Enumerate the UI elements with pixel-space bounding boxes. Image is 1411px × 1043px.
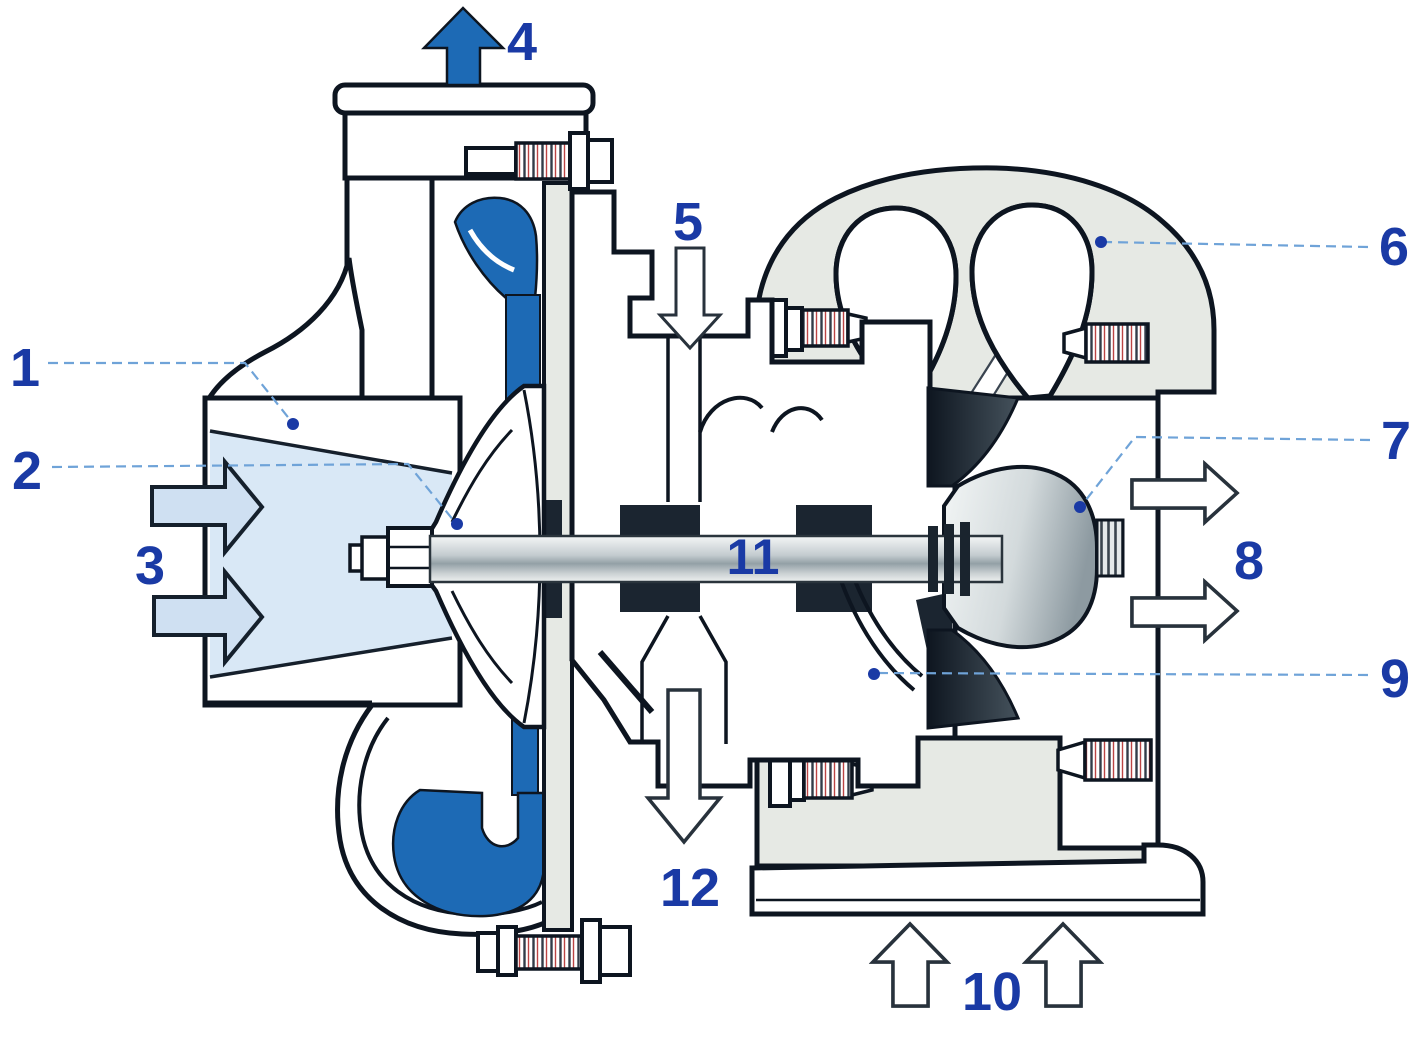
shaft-nose-nut xyxy=(348,526,434,588)
leader-dot-1 xyxy=(287,418,299,430)
turbine-bolt-top-right xyxy=(1062,322,1150,364)
callout-4: 4 xyxy=(507,12,537,72)
turbine-blades-lower xyxy=(926,628,1021,730)
blue-elbow-passage xyxy=(453,196,539,300)
callout-12: 12 xyxy=(660,858,720,918)
bolt-threads xyxy=(802,758,854,800)
piston-ring-groove xyxy=(928,526,938,592)
bearing-housing xyxy=(569,189,958,789)
intake-air-fill xyxy=(210,431,452,677)
compressor-shoulder xyxy=(203,257,365,403)
leader-line-9 xyxy=(876,671,1369,677)
flow-arrow-down-white-2 xyxy=(644,688,724,845)
leader-line-1 xyxy=(48,361,292,422)
callout-10: 10 xyxy=(962,962,1022,1022)
journal-bearing xyxy=(620,505,700,535)
shaft-spline-stub xyxy=(1095,518,1125,578)
callout-9: 9 xyxy=(1380,649,1410,709)
callout-7: 7 xyxy=(1381,411,1411,471)
callout-3: 3 xyxy=(135,536,165,596)
callout-11: 11 xyxy=(727,529,780,585)
bolt-hex-head xyxy=(568,131,590,191)
leader-line-2 xyxy=(51,462,455,522)
turbine-mounting-foot xyxy=(749,842,1206,917)
leader-line-6 xyxy=(1103,240,1369,249)
leader-dot-6 xyxy=(1095,236,1107,248)
flow-arrow-right-dotted-1 xyxy=(1130,460,1240,526)
leader-dot-2 xyxy=(451,518,463,530)
compressor-outlet-cap xyxy=(332,82,596,116)
flow-arrow-right-light-2 xyxy=(152,566,265,668)
leader-dot-9 xyxy=(868,668,880,680)
bolt-threads xyxy=(514,141,572,181)
flow-arrow-down-white xyxy=(656,246,724,351)
leader-dot-7 xyxy=(1074,501,1086,513)
flow-arrow-up-dotted-2 xyxy=(1021,921,1105,1008)
callout-1: 1 xyxy=(10,338,40,398)
bolt-threads xyxy=(1084,322,1150,364)
leader-line-7 xyxy=(1081,435,1371,506)
flow-arrow-right-dotted-2 xyxy=(1130,578,1240,644)
compressor-bottom-bolt xyxy=(476,918,632,984)
flow-arrow-up-solid xyxy=(421,6,507,87)
bolt-threads xyxy=(514,934,584,971)
callout-2: 2 xyxy=(12,441,42,501)
blue-scroll-volute xyxy=(391,788,546,918)
turbine-bolt-bottom-right xyxy=(1056,738,1153,782)
callout-5: 5 xyxy=(673,192,703,252)
callout-8: 8 xyxy=(1234,531,1264,591)
turbine-wheel xyxy=(926,386,1125,730)
compressor-cap-bolt xyxy=(464,131,614,191)
callout-6: 6 xyxy=(1379,217,1409,277)
rotor-shaft xyxy=(428,522,1004,596)
bolt-threads xyxy=(800,308,850,348)
bolt-hex-head xyxy=(496,925,518,977)
flow-arrow-right-light-1 xyxy=(150,456,265,558)
bolt-threads xyxy=(1083,738,1153,782)
flow-arrow-up-dotted-1 xyxy=(868,921,952,1008)
turbine-blades-upper xyxy=(926,386,1021,488)
